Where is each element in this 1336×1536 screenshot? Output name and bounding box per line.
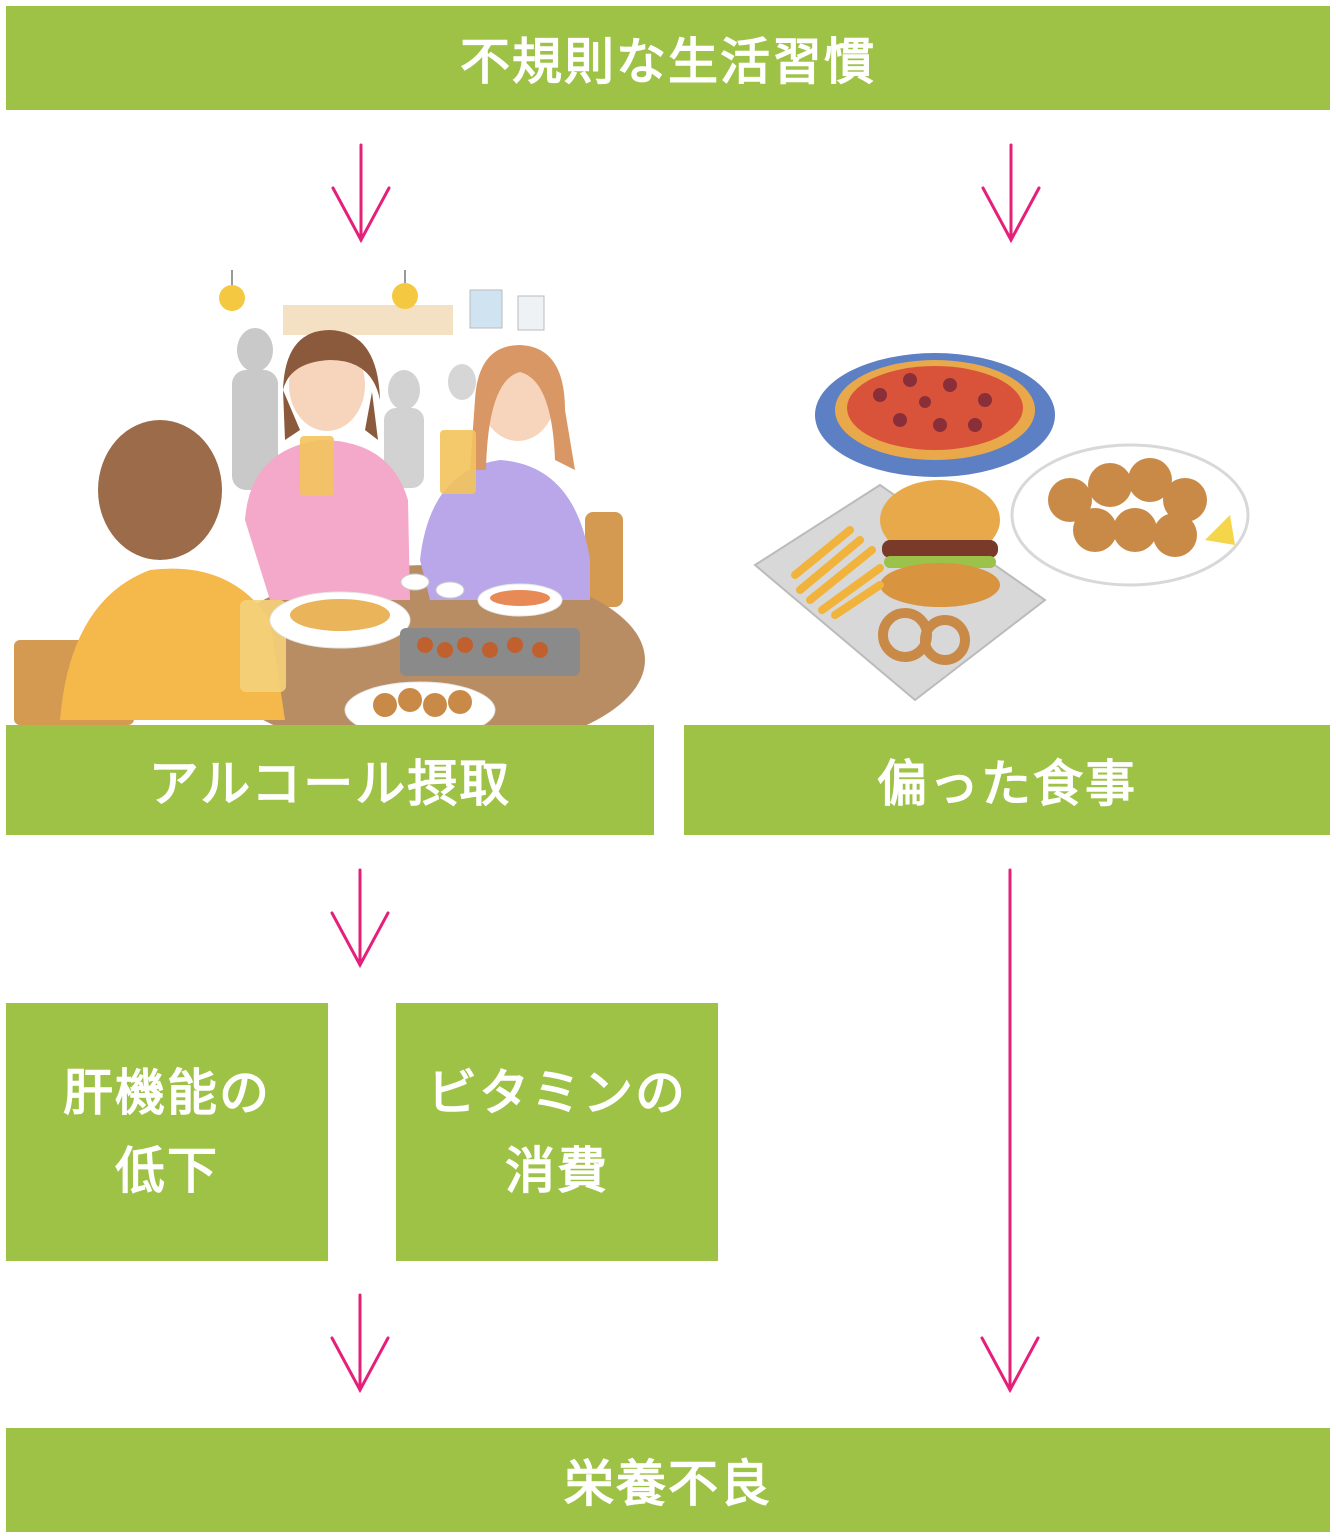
unbalanced-diet-box-label: 偏った食事 xyxy=(877,755,1137,813)
top-box: 不規則な生活習慣 xyxy=(6,6,1330,110)
vitamin-consumption-line1: ビタミンの xyxy=(427,1064,687,1122)
liver-function-line2: 低下 xyxy=(115,1142,219,1200)
vitamin-consumption-line2: 消費 xyxy=(505,1142,609,1200)
izakaya-illustration xyxy=(14,270,645,755)
liver-function-line1: 肝機能の xyxy=(63,1064,271,1122)
result-box: 栄養不良 xyxy=(6,1428,1330,1532)
arrow-alcohol-to-effects xyxy=(330,868,390,969)
result-box-label: 栄養不良 xyxy=(564,1455,772,1513)
top-box-label: 不規則な生活習慣 xyxy=(460,33,876,91)
arrow-effects-to-result xyxy=(330,1293,390,1394)
arrow-top-left xyxy=(331,143,391,244)
alcohol-box: アルコール摂取 xyxy=(6,725,654,835)
junk-food-illustration xyxy=(753,353,1250,702)
vitamin-consumption-box: ビタミンの 消費 xyxy=(396,1003,718,1261)
arrow-top-right xyxy=(981,143,1041,244)
alcohol-box-label: アルコール摂取 xyxy=(148,755,512,813)
arrow-diet-to-result xyxy=(980,868,1040,1394)
liver-function-box: 肝機能の 低下 xyxy=(6,1003,328,1261)
unbalanced-diet-box: 偏った食事 xyxy=(684,725,1330,835)
